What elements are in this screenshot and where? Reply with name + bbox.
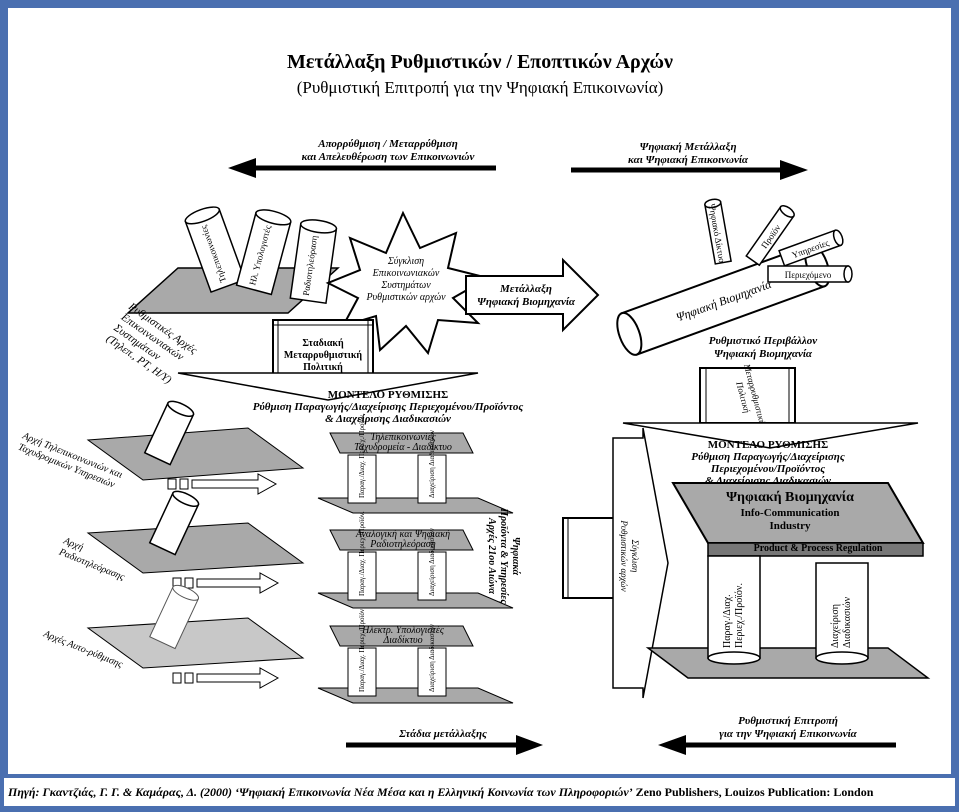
svg-text:Παραγ./Διαχ. Περιεχ./Προϊόν.: Παραγ./Διαχ. Περιεχ./Προϊόν. (358, 413, 366, 498)
caption-citation: Πηγή: Γκαντζιάς, Γ. Γ. & Καμάρας, Δ. (20… (8, 785, 633, 799)
top-left-arrow-line1: Απορρύθμιση / Μεταρρύθμιση (317, 138, 458, 150)
svg-text:Σύγκλιση: Σύγκλιση (387, 256, 424, 267)
svg-text:Ψηφιακή Βιομηχανία: Ψηφιακή Βιομηχανία (714, 348, 813, 360)
svg-text:για την Ψηφιακή Επικοινωνία: για την Ψηφιακή Επικοινωνία (719, 728, 857, 740)
source-caption: Πηγή: Γκαντζιάς, Γ. Γ. & Καμάρας, Δ. (20… (4, 778, 955, 806)
svg-text:Στάδια μετάλλαξης: Στάδια μετάλλαξης (398, 728, 487, 740)
svg-text:Διαχείριση Διαδικασιών: Διαχείριση Διαδικασιών (428, 430, 436, 498)
cylinder-computers: Ηλ. Υπολογιστές (235, 209, 292, 296)
svg-text:Product & Process Regulation: Product & Process Regulation (754, 543, 883, 554)
svg-text:Διαδικασιών: Διαδικασιών (842, 596, 853, 648)
svg-text:Διαδίκτυο: Διαδίκτυο (382, 635, 422, 646)
svg-text:& Διαχείρισης Διαδικασιών: & Διαχείρισης Διαδικασιών (325, 413, 451, 425)
svg-text:Ρυθμιστικό Περιβάλλον: Ρυθμιστικό Περιβάλλον (709, 335, 818, 347)
right-down-arrow (622, 422, 919, 449)
svg-text:Περιεχόμενο: Περιεχόμενο (785, 270, 832, 280)
bottom-left-arrow: Στάδια μετάλλαξης (346, 728, 543, 755)
svg-text:Συστημάτων: Συστημάτων (380, 280, 431, 291)
top-right-arrow-line2: και Ψηφιακή Επικοινωνία (628, 154, 749, 166)
convergence-burst: Σύγκλιση Επικοινωνιακών Συστημάτων Ρυθμι… (325, 210, 491, 356)
tube-product: Προϊόν (745, 205, 795, 267)
svg-text:Ηλεκτρ. Υπολογιστές: Ηλεκτρ. Υπολογιστές (361, 625, 445, 636)
regulatory-env-label: Ρυθμιστικό Περιβάλλον Ψηφιακή Βιομηχανία (709, 335, 818, 360)
svg-text:Πολιτική: Πολιτική (303, 361, 343, 373)
left-model-heading: ΜΟΝΤΕΛΟ ΡΥΘΜΙΣΗΣ Ρύθμιση Παραγωγής/Διαχε… (253, 389, 524, 425)
svg-text:Ραδιοτηλεόραση: Ραδιοτηλεόραση (369, 539, 436, 550)
svg-text:Ψηφιακή Βιομηχανία: Ψηφιακή Βιομηχανία (477, 296, 576, 308)
digital-industry-title: Ψηφιακή Βιομηχανία (726, 490, 854, 505)
svg-text:Μετάλλαξη: Μετάλλαξη (499, 283, 552, 295)
authority-row-broadcast: Αρχή Ραδιοτηλεόρασης (56, 490, 305, 594)
left-platform (126, 267, 340, 314)
gradual-policy-gate: Σταδιακή Μεταρρυθμιστική Πολιτική (272, 319, 374, 379)
left-down-arrow (177, 372, 479, 401)
svg-text:Ρυθμιστική Επιτροπή: Ρυθμιστική Επιτροπή (738, 715, 838, 727)
svg-text:Διαχείριση Διαδικασιών: Διαχείριση Διαδικασιών (428, 528, 436, 596)
svg-text:Παραγ./Διαχ.: Παραγ./Διαχ. (722, 594, 733, 648)
svg-text:Αναλογική και Ψηφιακή: Αναλογική και Ψηφιακή (355, 529, 450, 540)
sector-table-computers: Ηλεκτρ. Υπολογιστές Διαδίκτυο Παραγ./Δια… (317, 607, 514, 704)
diagram-subtitle: (Ρυθμιστική Επιτροπή για την Ψηφιακή Επι… (297, 78, 664, 97)
svg-text:Αρχές 21ου Αιώνα: Αρχές 21ου Αιώνα (486, 517, 497, 594)
convergence-right-arrow: Σύγκλιση Ρυθμιστικών αρχών (612, 427, 669, 699)
svg-text:Περιεχ./Προϊόν.: Περιεχ./Προϊόν. (734, 583, 745, 648)
digital-products-gate: Ψηφιακά Προϊόντα & Υπηρεσίες Αρχές 21ου … (486, 507, 622, 604)
sector-table-telecom: Τηλεπικοινωνίες Ταχυδρομεία - Διαδίκτυο … (317, 413, 514, 514)
svg-text:Επικοινωνιακών: Επικοινωνιακών (372, 268, 440, 279)
top-left-arrow-line2: και Απελευθέρωση των Επικοινωνιών (302, 151, 475, 163)
svg-text:Σταδιακή: Σταδιακή (302, 337, 344, 349)
svg-text:Παραγ./Διαχ. Περιεχ./Προϊόν.: Παραγ./Διαχ. Περιεχ./Προϊόν. (358, 511, 366, 596)
authority-row-telecom: Αρχή Τηλεπικοινωνιών και Ταχυδρομικών Υπ… (16, 400, 305, 495)
svg-text:Info-Communication: Info-Communication (740, 507, 839, 519)
svg-text:Περιεχομένου/Προϊόντος: Περιεχομένου/Προϊόντος (710, 463, 825, 475)
diagram-canvas: Μετάλλαξη Ρυθμιστικών / Εποπτικών Αρχών … (16, 51, 931, 755)
svg-text:Ρυθμιστικών αρχών: Ρυθμιστικών αρχών (619, 519, 629, 591)
mutation-arrow: Μετάλλαξη Ψηφιακή Βιομηχανία (465, 257, 600, 333)
svg-text:ΜΟΝΤΕΛΟ ΡΥΘΜΙΣΗΣ: ΜΟΝΤΕΛΟ ΡΥΘΜΙΣΗΣ (328, 389, 449, 401)
sector-table-broadcast: Αναλογική και Ψηφιακή Ραδιοτηλεόραση Παρ… (317, 511, 514, 609)
svg-text:Παραγ./Διαχ. Περιεχ./Προϊόν.: Παραγ./Διαχ. Περιεχ./Προϊόν. (358, 607, 366, 692)
svg-text:Ρυθμιστικών αρχών: Ρυθμιστικών αρχών (365, 292, 446, 303)
svg-text:Ψηφιακά: Ψηφιακά (510, 537, 521, 576)
top-left-arrow: Απορρύθμιση / Μεταρρύθμιση και Απελευθέρ… (228, 138, 496, 178)
svg-text:Διαχείριση Διαδικασιών: Διαχείριση Διαδικασιών (428, 624, 436, 692)
tube-content: Περιεχόμενο (767, 265, 853, 283)
caption-publisher: Zeno Publishers, Louizos Publication: Lo… (632, 785, 874, 799)
tube-network: Ψηφιακό Δίκτυο (704, 198, 732, 265)
svg-text:Μεταρρυθμιστική: Μεταρρυθμιστική (284, 349, 362, 361)
bottom-right-arrow: Ρυθμιστική Επιτροπή για την Ψηφιακή Επικ… (658, 715, 896, 755)
digital-industry-table: Ψηφιακή Βιομηχανία Info-Communication In… (645, 482, 931, 679)
top-right-arrow: Ψηφιακή Μετάλλαξη και Ψηφιακή Επικοινωνί… (571, 141, 808, 180)
svg-text:Ρύθμιση Παραγωγής/Διαχείρισης: Ρύθμιση Παραγωγής/Διαχείρισης Περιεχομέν… (253, 401, 524, 413)
svg-text:Διαχείριση: Διαχείριση (830, 604, 841, 648)
svg-text:Προϊόντα & Υπηρεσίες: Προϊόντα & Υπηρεσίες (498, 507, 509, 604)
diagram-title: Μετάλλαξη Ρυθμιστικών / Εποπτικών Αρχών (287, 51, 673, 73)
svg-text:ΜΟΝΤΕΛΟ ΡΥΘΜΙΣΗΣ: ΜΟΝΤΕΛΟ ΡΥΘΜΙΣΗΣ (708, 439, 829, 451)
right-model-heading: ΜΟΝΤΕΛΟ ΡΥΘΜΙΣΗΣ Ρύθμιση Παραγωγής/Διαχε… (691, 439, 845, 487)
authority-row-selfreg: Αρχές Αυτο-ρύθμισης (41, 584, 305, 689)
svg-text:Ρύθμιση Παραγωγής/Διαχείρισης: Ρύθμιση Παραγωγής/Διαχείρισης (691, 451, 845, 463)
top-right-arrow-line1: Ψηφιακή Μετάλλαξη (640, 141, 737, 153)
diagram-panel: Μετάλλαξη Ρυθμιστικών / Εποπτικών Αρχών … (8, 8, 951, 774)
svg-text:Τηλεπικοινωνίες: Τηλεπικοινωνίες (370, 432, 436, 443)
cylinder-broadcast: Ραδιοτηλεόραση (289, 219, 338, 305)
reform-policy-gate: Μεταρρυθμιστική Πολιτική (699, 362, 796, 426)
svg-text:Industry: Industry (770, 520, 811, 532)
svg-text:Σύγκλιση: Σύγκλιση (630, 539, 640, 573)
svg-text:Ταχυδρομεία - Διαδίκτυο: Ταχυδρομεία - Διαδίκτυο (354, 442, 452, 453)
